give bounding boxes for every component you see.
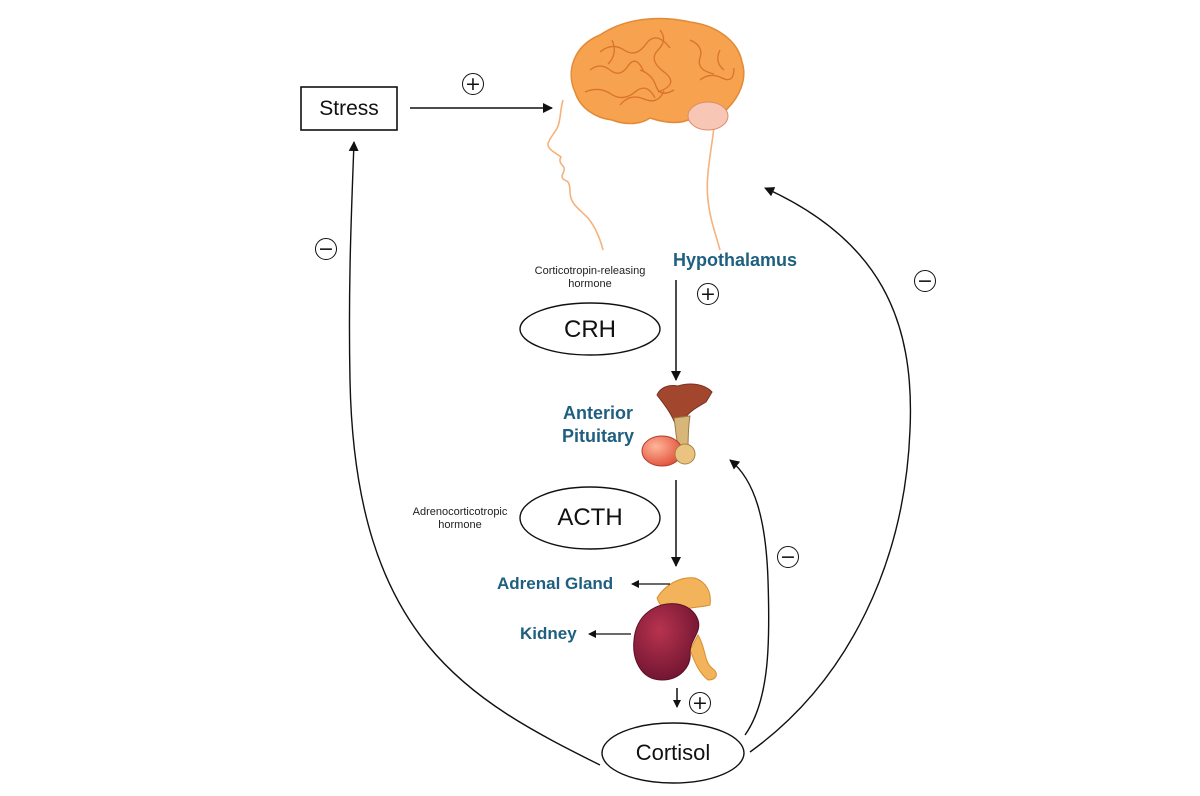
anterior-pituitary-label: Anterior Pituitary — [561, 403, 635, 446]
hypothalamus-label: Hypothalamus — [673, 250, 798, 270]
pituitary-icon — [641, 383, 713, 467]
stress-plus-sign: + — [462, 73, 484, 95]
cortisol-to-stress-feedback — [348, 141, 601, 766]
acth-ellipse — [519, 486, 661, 550]
brain-icon — [570, 17, 745, 131]
stress-minus-sign: − — [315, 238, 337, 260]
stress-box — [300, 86, 398, 131]
crh-ellipse — [519, 302, 661, 356]
stress-label: Stress — [319, 97, 379, 120]
acth-full-name: Adrenocorticotropic hormone — [412, 506, 508, 531]
cortisol-to-brain-feedback — [749, 187, 912, 753]
cortisol-to-pituitary-feedback — [729, 459, 770, 736]
hypothalamus-plus-sign: + — [697, 283, 719, 305]
adrenal-kidney-icon — [633, 577, 717, 681]
brain-minus-sign: − — [914, 270, 936, 292]
kidney-plus-sign: + — [689, 692, 711, 714]
cortisol-label: Cortisol — [635, 740, 711, 765]
crh-full-name: Corticotropin-releasing hormone — [534, 265, 646, 290]
acth-abbr: ACTH — [557, 504, 623, 531]
cortisol-ellipse — [601, 722, 745, 784]
kidney-label: Kidney — [520, 624, 577, 643]
crh-abbr: CRH — [564, 316, 616, 343]
head-outline — [547, 99, 604, 251]
adrenal-gland-label: Adrenal Gland — [497, 574, 614, 593]
pituitary-minus-sign: − — [777, 546, 799, 568]
head-back-outline — [706, 117, 721, 251]
